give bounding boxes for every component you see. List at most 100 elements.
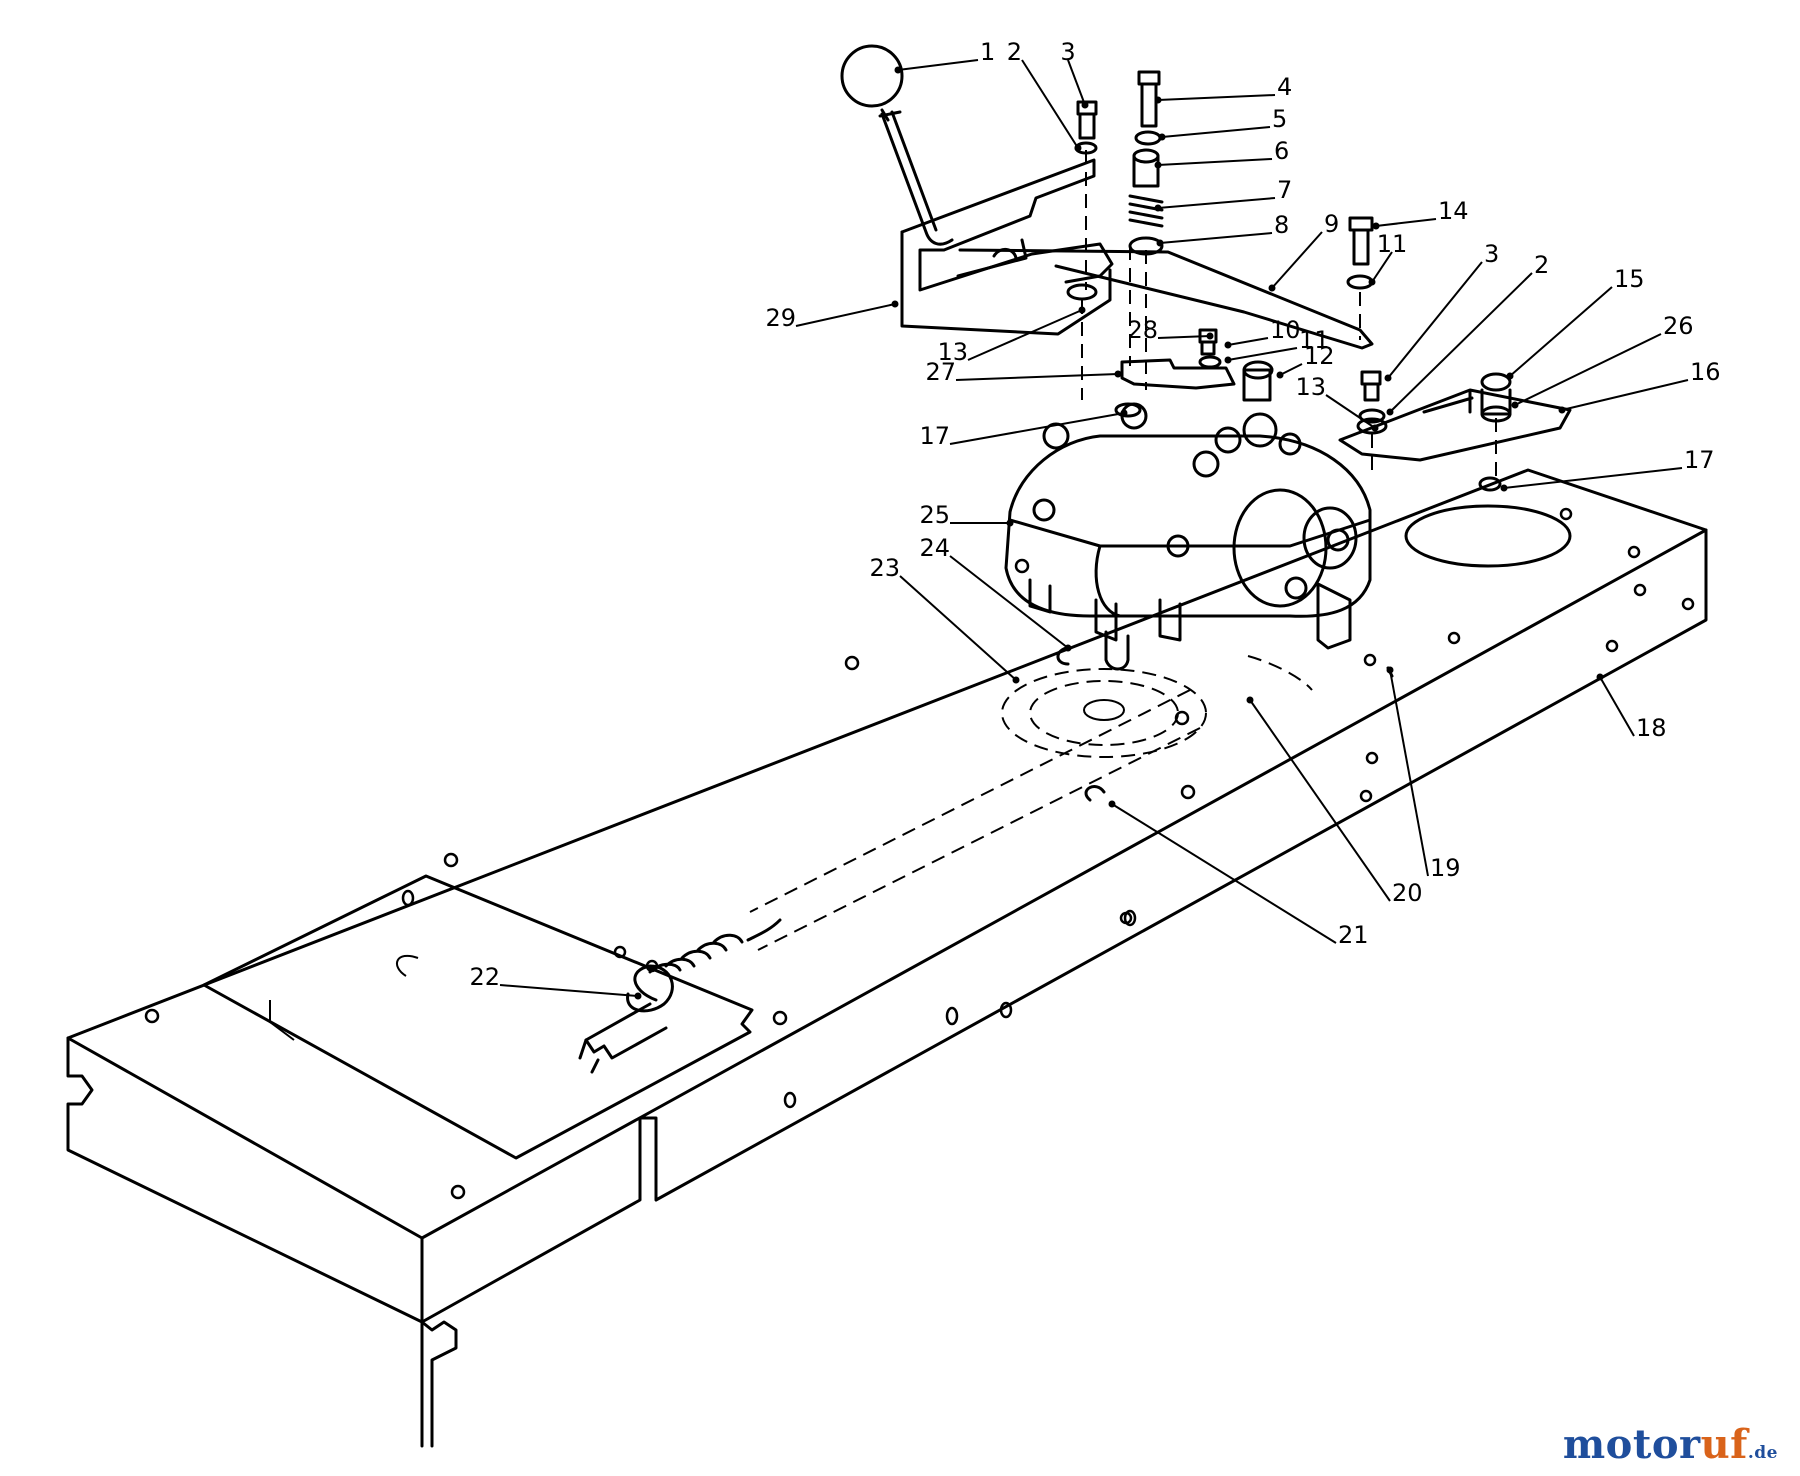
callout-27: 27 (925, 358, 1122, 386)
callout-leader (1389, 272, 1533, 413)
callout-dot (1081, 101, 1089, 109)
callout-leader (1503, 467, 1683, 489)
callout-13: 13 (937, 306, 1086, 366)
callout-leader (1387, 261, 1483, 379)
callout-leader (967, 309, 1083, 361)
callout-leader (1375, 218, 1437, 227)
callout-label: 16 (1690, 358, 1721, 386)
callout-dot (1074, 144, 1082, 152)
alignment-lines (1081, 150, 1497, 476)
callout-8: 8 (1156, 211, 1289, 247)
callout-dot (1246, 696, 1254, 704)
callout-label: 3 (1060, 38, 1075, 66)
callout-3: 3 (1384, 240, 1499, 382)
callout-label: 28 (1127, 316, 1158, 344)
callout-leader (1159, 232, 1273, 244)
callout-label: 13 (937, 338, 968, 366)
callout-dot (1108, 800, 1116, 808)
callout-label: 17 (1684, 446, 1715, 474)
callout-dot (1386, 666, 1394, 674)
callout-label: 8 (1274, 211, 1289, 239)
callout-4: 4 (1154, 73, 1292, 104)
callout-dot (1500, 484, 1508, 492)
callout-dot (1596, 673, 1604, 681)
callout-dot (1064, 644, 1072, 652)
callout-label: 19 (1430, 854, 1461, 882)
callout-10: 10 (1224, 316, 1301, 349)
callout-dot (1371, 424, 1379, 432)
callout-leader (1561, 379, 1689, 411)
callout-label: 24 (919, 534, 950, 562)
callout-25: 25 (919, 501, 1014, 529)
callout-leader (955, 373, 1119, 381)
callout-label: 22 (469, 963, 500, 991)
callout-13: 13 (1295, 373, 1379, 432)
callout-leader (1279, 363, 1303, 376)
callout-dot (1156, 239, 1164, 247)
callout-leader (1161, 126, 1271, 138)
callout-label: 3 (1484, 240, 1499, 268)
callout-label: 21 (1338, 921, 1369, 949)
callout-11: 11 (1224, 326, 1330, 364)
callout-leader (1157, 335, 1211, 339)
callout-leader (1157, 197, 1276, 209)
callout-leader (499, 984, 639, 997)
shift-assembly (840, 44, 1572, 462)
callout-dot (1120, 409, 1128, 417)
callout-label: 5 (1272, 105, 1287, 133)
callout-3: 3 (1060, 38, 1089, 109)
callout-label: 23 (869, 554, 900, 582)
callout-dot (1012, 676, 1020, 684)
callout-label: 18 (1636, 714, 1667, 742)
callout-leader (1021, 59, 1079, 149)
spring-clevis (578, 918, 782, 1074)
callout-15: 15 (1506, 265, 1645, 380)
callout-leader (949, 555, 1069, 649)
callout-26: 26 (1511, 312, 1694, 409)
callout-6: 6 (1154, 137, 1289, 169)
callout-leader (1157, 158, 1273, 166)
callout-dot (1206, 332, 1214, 340)
callout-dot (1224, 341, 1232, 349)
callout-leader (899, 575, 1017, 681)
callout-label: 11 (1377, 230, 1408, 258)
callout-1: 1 (894, 38, 995, 74)
callout-5: 5 (1158, 105, 1287, 141)
callout-dot (1506, 372, 1514, 380)
callout-label: 25 (919, 501, 950, 529)
callout-16: 16 (1558, 358, 1721, 414)
callout-dot (1114, 370, 1122, 378)
callout-leader (1067, 59, 1086, 106)
callout-leader (1509, 286, 1613, 377)
callout-dot (1384, 374, 1392, 382)
callout-leader (1271, 231, 1323, 289)
callout-label: 9 (1324, 210, 1339, 238)
callout-leader (795, 303, 896, 327)
callout-leader (1371, 251, 1393, 283)
callout-dot (1386, 408, 1394, 416)
callout-23: 23 (869, 554, 1020, 684)
callout-dot (1154, 161, 1162, 169)
callout-dot (634, 992, 642, 1000)
callout-dot (1268, 284, 1276, 292)
callout-leader (1157, 94, 1276, 101)
callout-leader (1227, 337, 1269, 346)
callout-label: 12 (1304, 342, 1335, 370)
callout-leader (1389, 669, 1429, 877)
callout-label: 6 (1274, 137, 1289, 165)
callout-17: 17 (1500, 446, 1715, 492)
callout-label: 2 (1007, 38, 1022, 66)
callout-17: 17 (919, 409, 1128, 450)
callout-dot (1158, 133, 1166, 141)
callout-leader (1514, 333, 1662, 406)
transmission (1004, 402, 1372, 671)
callout-label: 7 (1277, 176, 1292, 204)
callout-21: 21 (1108, 800, 1369, 949)
callout-22: 22 (469, 963, 642, 1000)
callout-dot (1078, 306, 1086, 314)
callout-dot (1154, 204, 1162, 212)
callout-label: 29 (765, 304, 796, 332)
callout-leader (949, 412, 1125, 445)
